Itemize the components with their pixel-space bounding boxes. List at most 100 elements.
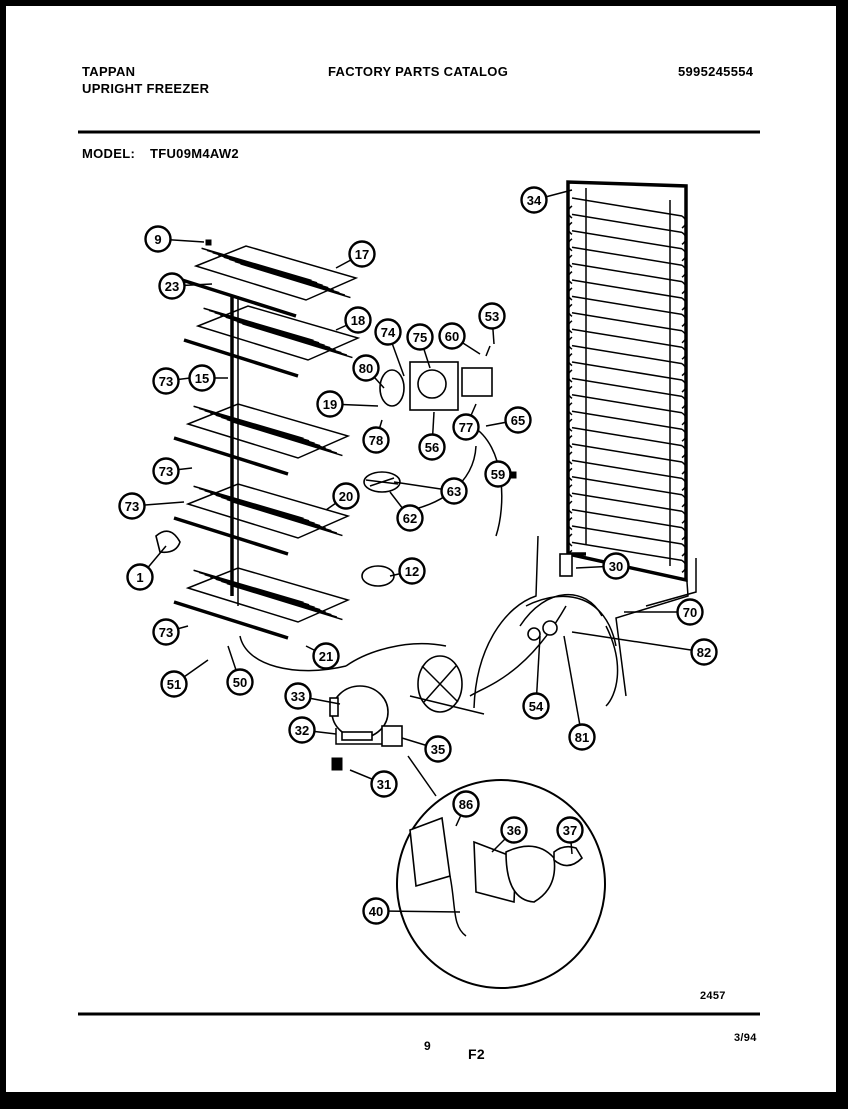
callout-number: 54 bbox=[529, 699, 544, 714]
callout-37: 37 bbox=[556, 816, 584, 844]
shelf bbox=[183, 305, 361, 378]
callout-60: 60 bbox=[438, 322, 466, 350]
callout-80: 80 bbox=[352, 354, 380, 382]
callout-59: 59 bbox=[484, 460, 512, 488]
callout-23: 23 bbox=[158, 272, 186, 300]
brand-label: TAPPAN bbox=[82, 64, 136, 79]
callout-73: 73 bbox=[118, 492, 146, 520]
callout-9: 9 bbox=[144, 225, 172, 253]
callout-34: 34 bbox=[520, 186, 548, 214]
callout-17: 17 bbox=[348, 240, 376, 268]
callout-number: 30 bbox=[609, 559, 623, 574]
callout-number: 73 bbox=[125, 499, 139, 514]
callout-number: 12 bbox=[405, 564, 419, 579]
callout-70: 70 bbox=[676, 598, 704, 626]
shelf bbox=[181, 245, 359, 318]
callout-leaders bbox=[131, 189, 705, 913]
callout-number: 60 bbox=[445, 329, 459, 344]
drawing-number: 2457 bbox=[700, 990, 726, 1002]
callout-number: 82 bbox=[697, 645, 711, 660]
callout-77: 77 bbox=[452, 413, 480, 441]
callout-leader bbox=[571, 631, 705, 653]
callout-number: 70 bbox=[683, 605, 697, 620]
callout-number: 80 bbox=[359, 361, 373, 376]
callout-86: 86 bbox=[452, 790, 480, 818]
callout-56: 56 bbox=[418, 433, 446, 461]
callout-number: 73 bbox=[159, 374, 173, 389]
callout-number: 32 bbox=[295, 723, 309, 738]
callout-number: 1 bbox=[136, 570, 143, 585]
catalog-title: FACTORY PARTS CATALOG bbox=[328, 64, 509, 79]
revision-date: 3/94 bbox=[734, 1032, 757, 1044]
callout-74: 74 bbox=[374, 318, 402, 346]
callout-number: 75 bbox=[413, 330, 427, 345]
callout-number: 50 bbox=[233, 675, 247, 690]
callout-75: 75 bbox=[406, 323, 434, 351]
callout-number: 17 bbox=[355, 247, 369, 262]
callout-number: 19 bbox=[323, 397, 337, 412]
callout-number: 40 bbox=[369, 904, 383, 919]
shelf bbox=[173, 567, 351, 640]
callout-62: 62 bbox=[396, 504, 424, 532]
callout-15: 15 bbox=[188, 364, 216, 392]
drain-assembly bbox=[519, 594, 603, 641]
callout-30: 30 bbox=[602, 552, 630, 580]
callout-50: 50 bbox=[226, 668, 254, 696]
model-value: TFU09M4AW2 bbox=[150, 146, 239, 161]
callout-18: 18 bbox=[344, 306, 372, 334]
shelf bbox=[173, 483, 351, 556]
callout-number: 77 bbox=[459, 420, 473, 435]
callout-63: 63 bbox=[440, 477, 468, 505]
callout-number: 36 bbox=[507, 823, 521, 838]
page-number: 9 bbox=[424, 1039, 431, 1053]
callout-leader bbox=[563, 635, 583, 738]
callout-33: 33 bbox=[284, 682, 312, 710]
callout-number: 78 bbox=[369, 433, 383, 448]
callout-73: 73 bbox=[152, 367, 180, 395]
callout-number: 33 bbox=[291, 689, 305, 704]
compressor bbox=[329, 685, 403, 771]
callout-number: 21 bbox=[319, 649, 333, 664]
exploded-parts-diagram: 9 17 23 18 74 75 60 53 73 15 80 19 78 56 77 65 73 63 59 73 2… bbox=[78, 130, 760, 1016]
callout-number: 18 bbox=[351, 313, 365, 328]
callout-number: 74 bbox=[381, 325, 396, 340]
callout-number: 63 bbox=[447, 484, 461, 499]
shelf-assemblies bbox=[173, 245, 361, 640]
callout-12: 12 bbox=[398, 557, 426, 585]
small-fittings bbox=[155, 239, 573, 587]
callout-53: 53 bbox=[478, 302, 506, 330]
callout-21: 21 bbox=[312, 642, 340, 670]
callout-number: 56 bbox=[425, 440, 439, 455]
callout-73: 73 bbox=[152, 618, 180, 646]
figure-label: F2 bbox=[468, 1046, 485, 1062]
callout-35: 35 bbox=[424, 735, 452, 763]
model-label: MODEL: bbox=[82, 146, 136, 161]
callout-20: 20 bbox=[332, 482, 360, 510]
condenser-fan bbox=[409, 655, 485, 715]
callout-51: 51 bbox=[160, 670, 188, 698]
callout-number: 73 bbox=[159, 625, 173, 640]
callout-number: 23 bbox=[165, 279, 179, 294]
callout-31: 31 bbox=[370, 770, 398, 798]
evaporator-coil bbox=[566, 180, 688, 583]
callout-40: 40 bbox=[362, 897, 390, 925]
callout-81: 81 bbox=[568, 723, 596, 751]
callout-19: 19 bbox=[316, 390, 344, 418]
callout-number: 59 bbox=[491, 467, 505, 482]
callout-54: 54 bbox=[522, 692, 550, 720]
callout-78: 78 bbox=[362, 426, 390, 454]
callout-number: 86 bbox=[459, 797, 473, 812]
product-label: UPRIGHT FREEZER bbox=[82, 81, 210, 96]
callout-36: 36 bbox=[500, 816, 528, 844]
callout-number: 73 bbox=[159, 464, 173, 479]
callout-number: 37 bbox=[563, 823, 577, 838]
callout-number: 15 bbox=[195, 371, 209, 386]
callout-number: 65 bbox=[511, 413, 525, 428]
callout-number: 34 bbox=[527, 193, 542, 208]
callout-number: 81 bbox=[575, 730, 589, 745]
callout-73: 73 bbox=[152, 457, 180, 485]
callout-number: 9 bbox=[154, 232, 161, 247]
callout-number: 35 bbox=[431, 742, 445, 757]
callout-82: 82 bbox=[690, 638, 718, 666]
callout-number: 53 bbox=[485, 309, 499, 324]
